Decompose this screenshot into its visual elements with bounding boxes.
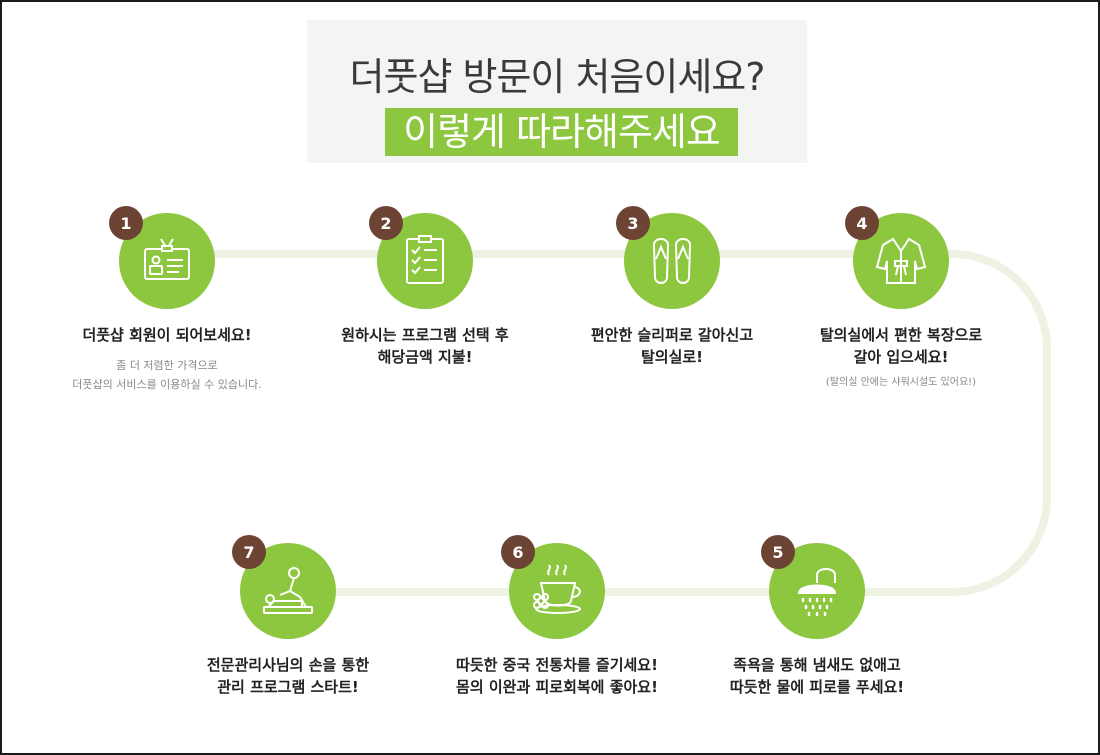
step-7-label-line2: 관리 프로그램 스타트! bbox=[217, 678, 359, 696]
step-6-number: 6 bbox=[501, 535, 535, 569]
step-7-label: 전문관리사님의 손을 통한 관리 프로그램 스타트! bbox=[158, 654, 418, 698]
step-4-subtext: (탈의실 안에는 샤워시설도 있어요!) bbox=[771, 373, 1031, 392]
step-7-label-line1: 전문관리사님의 손을 통한 bbox=[206, 656, 370, 674]
step-5-label-line2: 따듯한 물에 피로를 푸세요! bbox=[729, 678, 905, 696]
step-6-label-line2: 몸의 이완과 피로회복에 좋아요! bbox=[456, 678, 658, 696]
step-3-label: 편안한 슬리퍼로 갈아신고 탈의실로! bbox=[542, 324, 802, 368]
step-2-label-line1: 원하시는 프로그램 선택 후 bbox=[341, 326, 509, 344]
step-4-label-line1: 탈의실에서 편한 복장으로 bbox=[819, 326, 983, 344]
checklist-icon bbox=[406, 235, 444, 284]
step-7-number: 7 bbox=[232, 535, 266, 569]
step-2-label-line2: 해당금액 지불! bbox=[377, 348, 473, 366]
step-4-label: 탈의실에서 편한 복장으로 갈아 입으세요! bbox=[771, 324, 1031, 368]
slippers-icon bbox=[652, 238, 692, 284]
step-1-subtext: 좀 더 저렴한 가격으로 더풋샵의 서비스를 이용하실 수 있습니다. bbox=[37, 356, 297, 394]
tea-cup-icon bbox=[533, 564, 581, 614]
id-card-icon bbox=[144, 238, 190, 280]
step-5-label: 족욕을 통해 냄새도 없애고 따듯한 물에 피로를 푸세요! bbox=[687, 654, 947, 698]
step-4-number: 4 bbox=[845, 206, 879, 240]
step-6-label-line1: 따듯한 중국 전통차를 즐기세요! bbox=[456, 656, 658, 674]
page-subtitle-highlight: 이렇게 따라해주세요 bbox=[385, 108, 738, 156]
step-3-number: 3 bbox=[616, 206, 650, 240]
step-6-label: 따듯한 중국 전통차를 즐기세요! 몸의 이완과 피로회복에 좋아요! bbox=[427, 654, 687, 698]
step-1-label: 더풋샵 회원이 되어보세요! bbox=[37, 324, 297, 346]
page-title: 더풋샵 방문이 처음이세요? bbox=[349, 55, 766, 99]
step-2-number: 2 bbox=[369, 206, 403, 240]
step-1-label-line1: 더풋샵 회원이 되어보세요! bbox=[82, 326, 252, 344]
header-box: 더풋샵 방문이 처음이세요? 이렇게 따라해주세요 bbox=[307, 20, 807, 163]
massage-icon bbox=[263, 567, 313, 614]
step-3-label-line1: 편안한 슬리퍼로 갈아신고 bbox=[590, 326, 754, 344]
step-3-label-line2: 탈의실로! bbox=[640, 348, 704, 366]
step-4-label-line2: 갈아 입으세요! bbox=[853, 348, 949, 366]
step-1-sub-line2: 더풋샵의 서비스를 이용하실 수 있습니다. bbox=[72, 378, 262, 391]
step-1-sub-line1: 좀 더 저렴한 가격으로 bbox=[116, 359, 218, 372]
step-5-number: 5 bbox=[761, 535, 795, 569]
shower-icon bbox=[797, 568, 837, 617]
step-5-label-line1: 족욕을 통해 냄새도 없애고 bbox=[733, 656, 901, 674]
step-2-label: 원하시는 프로그램 선택 후 해당금액 지불! bbox=[295, 324, 555, 368]
step-1-number: 1 bbox=[109, 206, 143, 240]
robe-icon bbox=[875, 237, 927, 284]
step-4-sub-line1: (탈의실 안에는 샤워시설도 있어요!) bbox=[825, 377, 977, 388]
